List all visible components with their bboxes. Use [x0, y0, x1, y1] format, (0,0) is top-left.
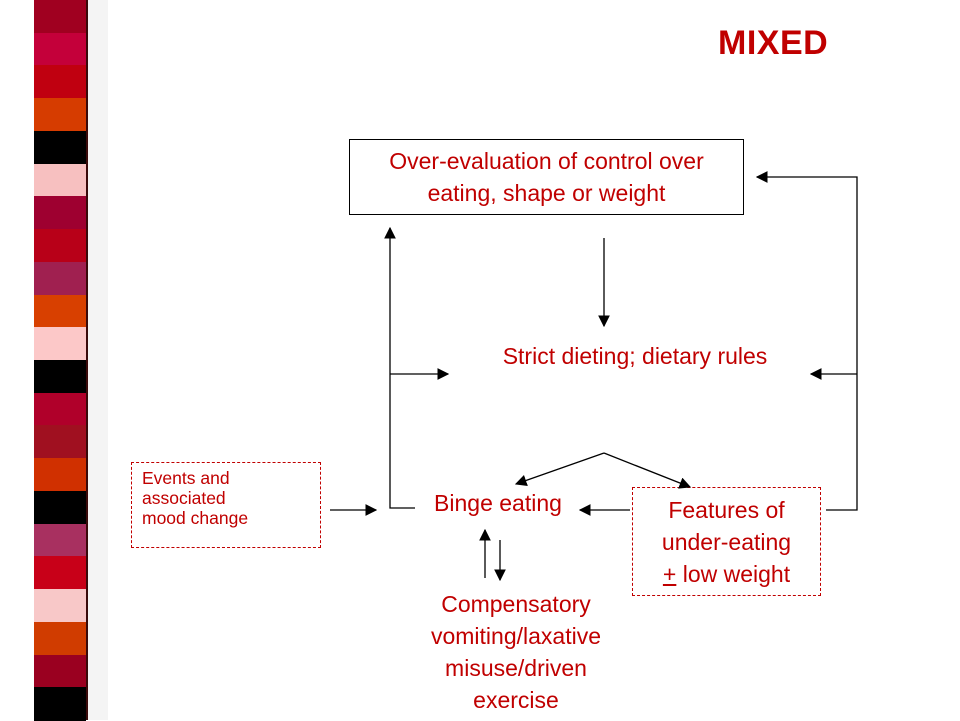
compensatory-line-4: exercise — [473, 687, 559, 713]
stripe-segment — [34, 163, 86, 198]
decorative-stripe-bar — [0, 0, 110, 721]
arrow-strict-to-binge — [514, 452, 605, 487]
compensatory-node: Compensatory vomiting/laxative misuse/dr… — [405, 588, 627, 716]
stripe-segment — [34, 196, 86, 231]
arrow-features-to-overeval — [755, 171, 858, 511]
features-box: Features of under-eating + low weight — [632, 487, 821, 596]
binge-eating-node: Binge eating — [434, 490, 562, 516]
stripe-segment — [34, 32, 86, 67]
slide-title: MIXED — [718, 24, 829, 62]
stripe-segment — [34, 229, 86, 263]
events-line-1: Events and — [142, 468, 230, 488]
compensatory-line-3: misuse/driven — [445, 655, 587, 681]
stripe-segment — [34, 261, 86, 296]
features-line-3: + low weight — [633, 558, 820, 590]
stripe-segment — [34, 425, 86, 460]
overevaluation-box: Over-evaluation of control over eating, … — [349, 139, 744, 215]
stripe-segment — [34, 130, 86, 165]
stripe-edge-shadow — [88, 0, 108, 720]
stripe-segment — [34, 621, 86, 656]
events-line-2: associated — [142, 488, 226, 508]
stripe-segment — [34, 65, 86, 100]
plus-minus-symbol: + — [662, 561, 677, 587]
overevaluation-line-2: eating, shape or weight — [427, 180, 666, 206]
features-line-3-text: low weight — [676, 561, 791, 587]
stripe-segment — [34, 523, 86, 558]
stripe-segment — [34, 392, 86, 427]
stripe-segment — [34, 327, 86, 361]
stripe-segment — [34, 98, 86, 132]
stripe-segment — [34, 687, 86, 721]
stripe-segment — [34, 654, 86, 689]
overevaluation-line-1: Over-evaluation of control over — [389, 148, 704, 174]
stripe-segment — [34, 556, 86, 591]
stripe-segment — [34, 458, 86, 492]
stripe-edge-line — [86, 0, 88, 720]
arrow-strict-to-features — [603, 452, 692, 489]
features-line-2: under-eating — [661, 529, 792, 555]
arrow-binge-to-overeval — [384, 226, 415, 509]
stripe-segment — [34, 360, 86, 394]
stripe-segment — [34, 0, 86, 34]
events-box: Events and associated mood change — [131, 462, 321, 548]
features-line-1: Features of — [668, 497, 785, 523]
stripe-segment — [34, 294, 86, 329]
compensatory-line-2: vomiting/laxative — [430, 623, 602, 649]
events-line-3: mood change — [142, 508, 249, 528]
strict-dieting-node: Strict dieting; dietary rules — [502, 343, 768, 369]
compensatory-line-1: Compensatory — [441, 591, 591, 617]
stripe-segment — [34, 589, 86, 623]
stripe-segment — [34, 490, 86, 525]
